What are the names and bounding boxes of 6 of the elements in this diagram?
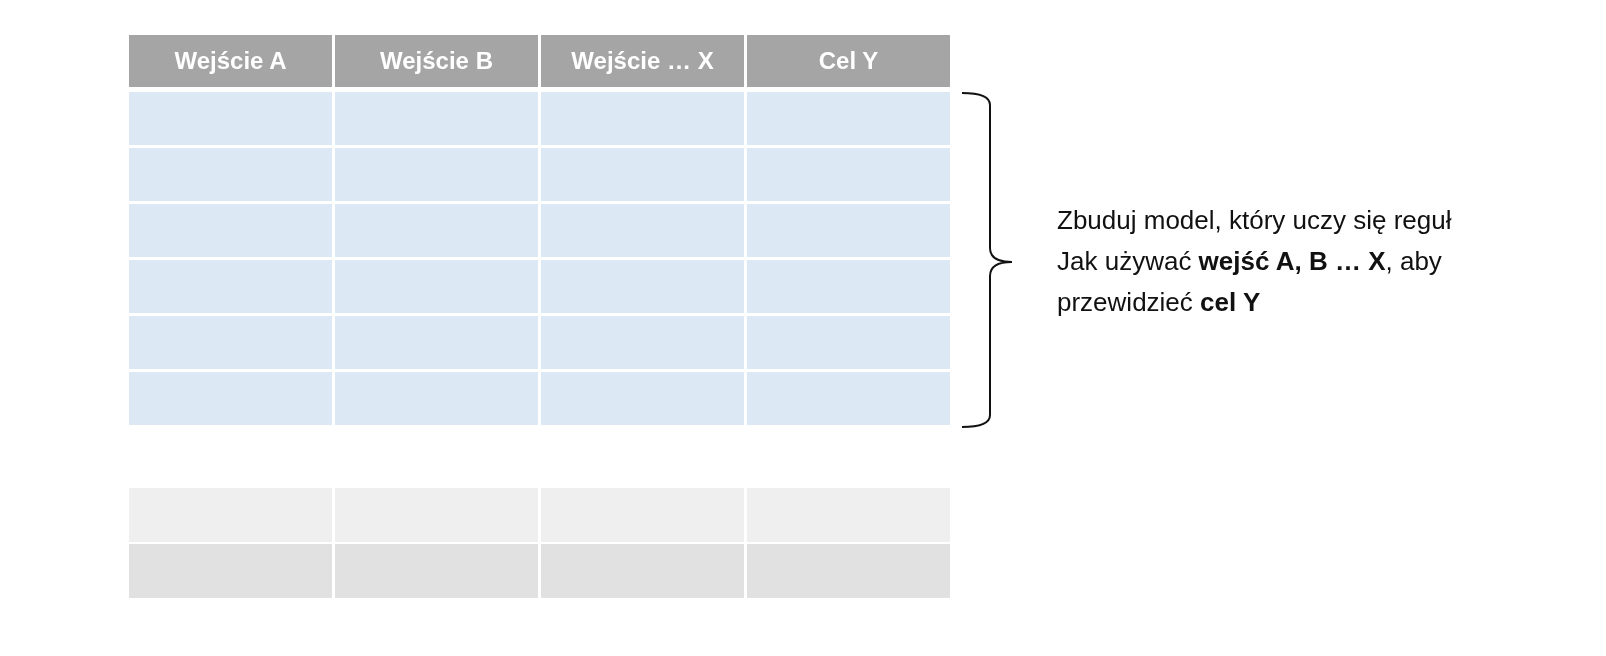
note-text: Zbuduj model, który uczy się reguł	[1057, 204, 1452, 237]
column-header: Wejście B	[335, 35, 538, 87]
column-header: Wejście … X	[541, 35, 744, 87]
column-header: Cel Y	[747, 35, 950, 87]
column-header: Wejście A	[129, 35, 332, 87]
note-text: Jak używać wejść A, B … X, aby przewidzieć cel Y	[1057, 245, 1443, 319]
